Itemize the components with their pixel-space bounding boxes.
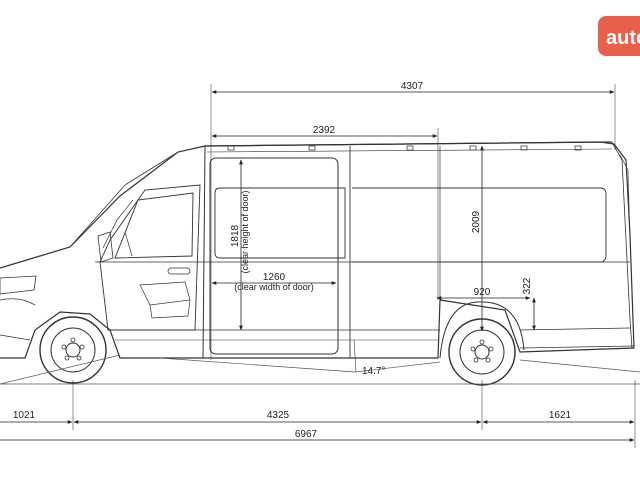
brand-logo[interactable]: auto — [598, 16, 640, 56]
dim-ramp-angle: 14.7° — [362, 366, 385, 377]
dim-overall-length: 6967 — [295, 429, 318, 440]
dim-door-clear-height-note: (clear height of door) — [240, 190, 250, 273]
van-outline — [0, 141, 635, 359]
dim-door-clear-width: 1260 — [263, 272, 286, 283]
roof-rail-marks — [227, 145, 582, 151]
logo-text: auto — [606, 27, 640, 49]
dim-rear-overhang: 1621 — [549, 410, 572, 421]
front-wheel — [39, 316, 107, 384]
dim-side-door-to-partition: 2392 — [313, 125, 336, 136]
dim-rear-arch-width: 920 — [474, 287, 491, 298]
dimension-lines — [0, 84, 636, 448]
dim-door-clear-height: 1818 — [230, 224, 241, 247]
dim-front-overhang: 1021 — [13, 410, 36, 421]
ground-lines — [0, 339, 640, 385]
dim-rear-arch-height: 322 — [522, 277, 533, 294]
dim-interior-height: 2009 — [471, 210, 482, 233]
dim-wheelbase: 4325 — [267, 410, 290, 421]
logo-badge — [598, 16, 640, 56]
dim-door-clear-width-note: (clear width of door) — [234, 282, 314, 292]
dim-overall-load-length: 4307 — [401, 81, 424, 92]
